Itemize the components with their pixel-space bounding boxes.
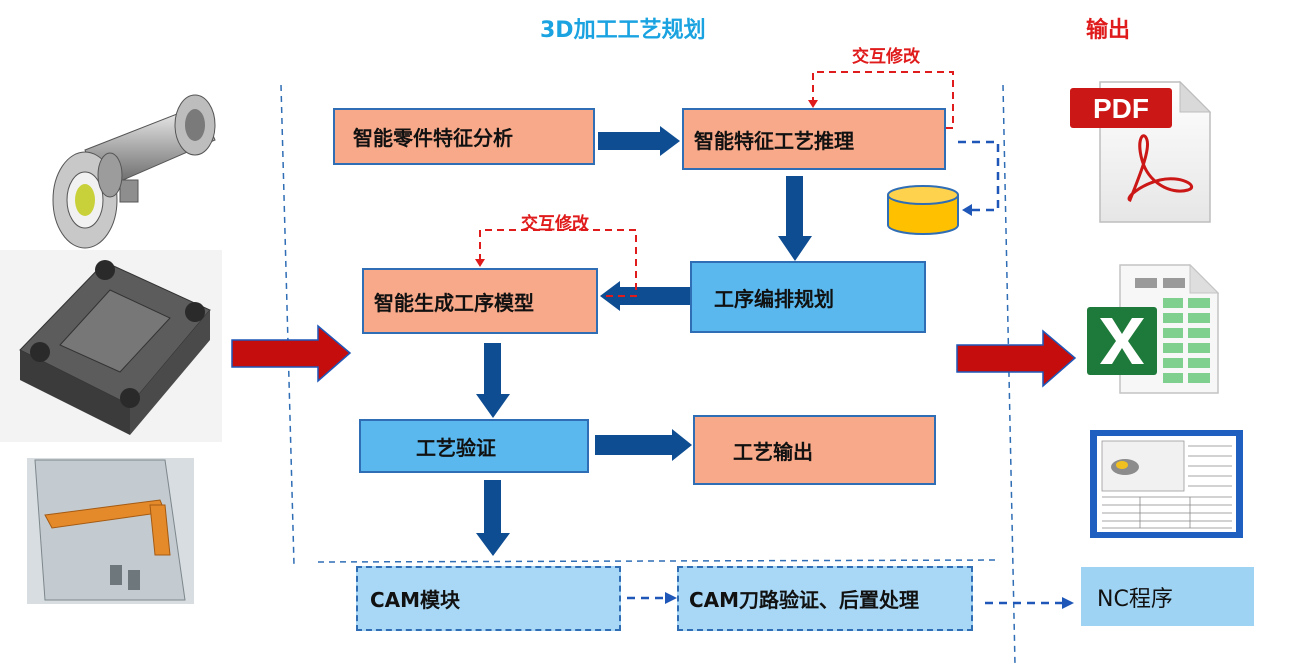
sheet-plate-image xyxy=(27,458,194,604)
right-separator xyxy=(1002,84,1016,666)
interactive-edit-label-top: 交互修改 xyxy=(852,47,920,67)
feedback-loops xyxy=(479,71,954,297)
database-icon xyxy=(887,185,959,235)
cam-dashed-arrows xyxy=(627,596,1062,605)
excel-icon xyxy=(1087,263,1220,394)
pdf-icon: PDF xyxy=(1070,80,1212,223)
box-process-model: 智能生成工序模型 xyxy=(362,268,598,334)
box-process-output: 工艺输出 xyxy=(693,415,936,485)
box-process-scheduling: 工序编排规划 xyxy=(690,261,926,333)
output-title: 输出 xyxy=(1086,18,1131,43)
mold-plate-image xyxy=(0,250,222,442)
left-separator xyxy=(280,84,295,566)
box-nc-program: NC程序 xyxy=(1081,567,1254,626)
process-sheet-icon xyxy=(1090,430,1243,538)
db-connector xyxy=(958,140,1000,212)
interactive-edit-label-mid: 交互修改 xyxy=(521,214,589,234)
box-cam-verify: CAM刀路验证、后置处理 xyxy=(677,566,973,631)
bottom-separator xyxy=(317,559,1001,563)
center-title: 3D加工工艺规划 xyxy=(540,18,706,43)
box-cam-module: CAM模块 xyxy=(356,566,621,631)
pdf-label: PDF xyxy=(1093,93,1149,124)
input-arrow xyxy=(231,324,352,383)
flow-arrows xyxy=(476,126,812,556)
box-feature-analysis: 智能零件特征分析 xyxy=(333,108,595,165)
box-process-reasoning: 智能特征工艺推理 xyxy=(682,108,946,170)
output-arrow xyxy=(956,329,1077,388)
pipe-part-image xyxy=(52,94,216,249)
box-process-verify: 工艺验证 xyxy=(359,419,589,473)
